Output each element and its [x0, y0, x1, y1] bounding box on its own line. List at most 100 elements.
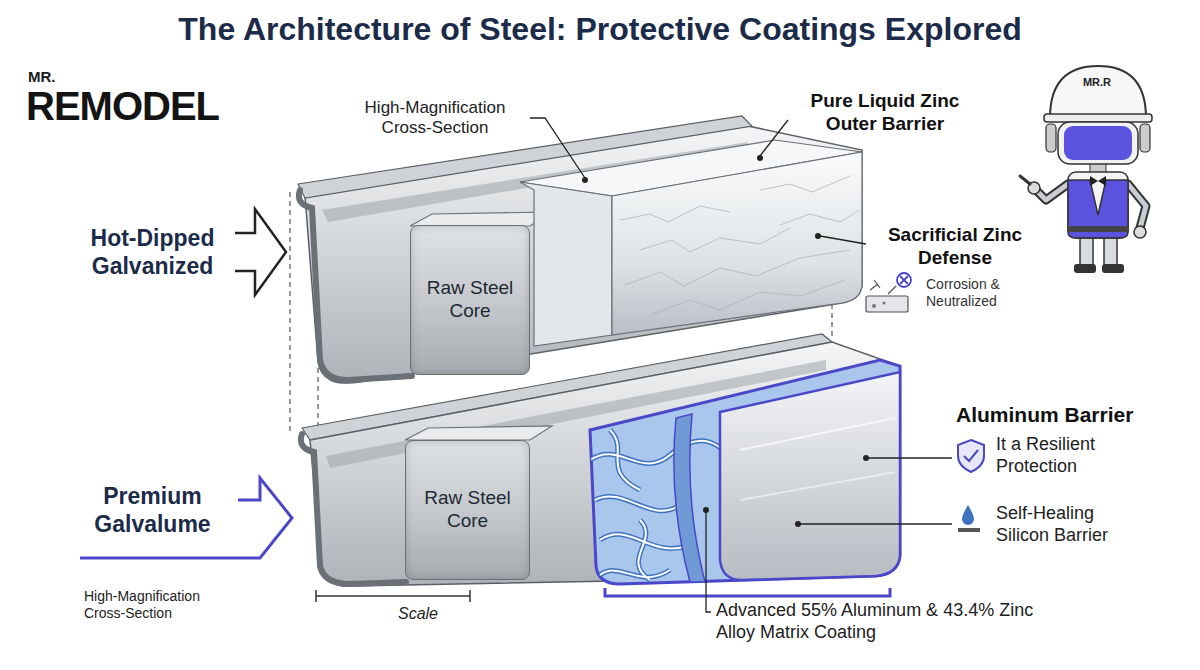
galvalume-gutter — [740, 472, 895, 500]
core-label: Raw Steel Core — [419, 277, 521, 323]
robot-mascot — [1044, 114, 1152, 122]
galvalume-gutter — [310, 342, 900, 586]
galvanized-gutter — [620, 176, 860, 315]
robot-mascot — [1036, 184, 1068, 200]
guide-dashes — [831, 304, 832, 336]
node-body: Raw Steel Core — [414, 487, 521, 533]
robot-mascot — [1128, 184, 1146, 228]
robot-mascot — [1058, 122, 1138, 164]
robot-mascot — [1074, 264, 1096, 273]
galvalume-gutter — [301, 434, 406, 584]
robot-mascot — [1090, 176, 1106, 186]
corrosion-icon — [870, 280, 880, 290]
leader-lines — [868, 457, 952, 458]
galvanized-gutter — [640, 228, 790, 252]
arrow-callout: Hot-Dipped Galvanized — [70, 205, 288, 300]
robot-mascot — [1134, 226, 1146, 238]
core-label: Raw Steel Core — [414, 487, 521, 533]
leader-dots — [795, 521, 801, 527]
callout-label: High-Magnification Cross-Section — [340, 98, 530, 139]
arrow-callout: Premium Galvalume — [70, 470, 295, 570]
galvalume-gutter — [674, 414, 705, 582]
robot-mascot — [1020, 66, 1152, 273]
callout-heading: Aluminum Barrier — [956, 402, 1170, 427]
coating-type-label: Hot-Dipped Galvanized — [70, 225, 235, 280]
galvalume-gutter — [405, 426, 552, 440]
corrosion-icon — [866, 273, 911, 312]
corrosion-icon — [900, 276, 908, 284]
galvalume-gutter — [595, 497, 680, 511]
robot-mascot — [1104, 235, 1117, 267]
callout-label: Pure Liquid Zinc Outer Barrier — [795, 90, 975, 136]
galvalume-gutter — [610, 430, 640, 490]
page-title: The Architecture of Steel: Protective Co… — [0, 10, 1200, 48]
galvalume-gutter — [595, 497, 680, 511]
callout-label: Self-Healing Silicon Barrier — [996, 503, 1146, 546]
steel-core-box: Raw Steel Core — [410, 225, 530, 375]
robot-mascot — [1140, 124, 1150, 152]
galvalume-gutter — [301, 334, 900, 596]
galvanized-gutter — [612, 152, 862, 335]
galvalume-gutter — [600, 570, 670, 577]
robot-mascot — [1102, 264, 1124, 273]
galvanized-gutter — [299, 190, 412, 380]
drop-icon — [958, 505, 980, 532]
galvalume-gutter — [720, 372, 900, 580]
corrosion-icon — [872, 304, 876, 308]
section-note: High-Magnification Cross-Section — [84, 588, 234, 622]
drop-icon — [958, 528, 980, 532]
arrow-outline — [235, 209, 286, 295]
galvanized-gutter — [625, 250, 850, 286]
leader-lines — [530, 118, 952, 612]
galvanized-gutter — [520, 182, 612, 346]
scale-label: Scale — [388, 604, 448, 623]
galvalume-gutter — [590, 441, 740, 470]
robot-mascot — [1068, 172, 1128, 238]
logo-text: MR. — [28, 68, 88, 86]
galvanized-gutter — [760, 176, 850, 192]
leader-lines — [706, 512, 711, 612]
robot-mascot — [1046, 124, 1056, 152]
robot-mascot — [1068, 226, 1128, 232]
guide-dashes — [289, 192, 290, 432]
galvanized-gutter — [410, 212, 552, 226]
robot-mascot — [1020, 176, 1030, 184]
drop-icon — [962, 505, 974, 525]
galvanized-gutter — [650, 280, 845, 315]
galvalume-gutter — [600, 570, 670, 577]
leader-dots — [815, 233, 821, 239]
leader-dots — [757, 155, 763, 161]
callout-label: Advanced 55% Aluminum & 43.4% Zinc Alloy… — [716, 600, 1036, 643]
callout-label: It a Resilient Protection — [996, 434, 1161, 477]
leader-dots — [863, 455, 869, 461]
helmet-badge: MR.R — [1075, 76, 1119, 89]
leader-lines — [800, 523, 952, 524]
robot-mascot — [1064, 126, 1132, 160]
leader-dots — [582, 155, 869, 527]
galvalume-gutter — [605, 588, 890, 596]
galvalume-gutter — [638, 520, 650, 580]
scale-bracket — [316, 590, 470, 602]
icon-caption: Corrosion & Neutralized — [926, 276, 1036, 310]
shield-icon — [958, 440, 984, 472]
steel-core-box: Raw Steel Core — [405, 440, 530, 580]
leader-lines — [530, 118, 585, 178]
corrosion-icon — [897, 273, 911, 287]
leader-dots — [703, 507, 709, 513]
galvalume-gutter — [590, 430, 740, 580]
robot-mascot — [1036, 184, 1068, 200]
robot-mascot — [1068, 180, 1128, 238]
logo-text: REMODEL — [26, 82, 266, 130]
scale-bracket — [316, 590, 470, 602]
leader-dots — [582, 177, 588, 183]
leader-lines — [760, 120, 788, 156]
galvanized-gutter — [620, 206, 730, 222]
galvalume-gutter — [590, 360, 900, 584]
robot-mascot — [1050, 66, 1146, 118]
robot-mascot — [1080, 235, 1093, 267]
callout-heading: Sacrificial Zinc Defense — [870, 224, 1040, 270]
corrosion-icon — [866, 296, 908, 312]
robot-mascot — [1128, 184, 1146, 228]
node-body: Hot-Dipped Galvanized — [70, 205, 235, 300]
